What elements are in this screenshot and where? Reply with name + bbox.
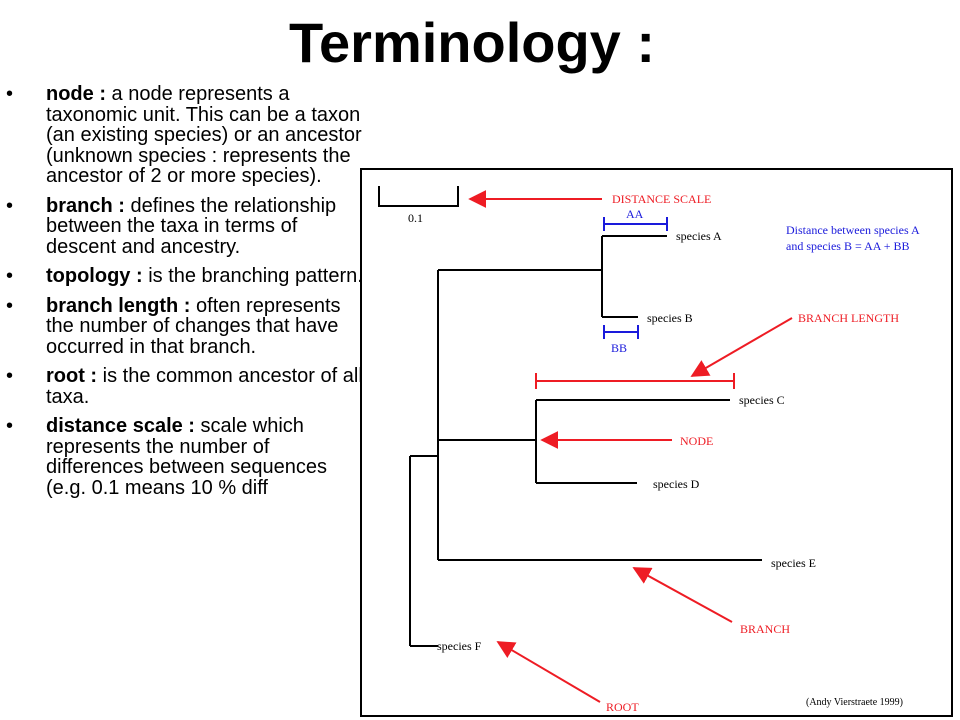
arrow-branch-length	[690, 317, 793, 377]
bullet-text: is the common ancestor of all taxa.	[46, 365, 363, 408]
distance-note-line1: Distance between species A	[786, 223, 920, 237]
bullet-text: is the branching pattern.	[142, 265, 363, 287]
bb-label: BB	[611, 341, 627, 355]
branch-length-measure	[535, 373, 735, 389]
bullet-text: scale which represents the number of dif…	[46, 415, 327, 499]
callout-arrows	[468, 190, 793, 703]
callout-distance-scale: DISTANCE SCALE	[612, 192, 711, 206]
label-species-f: species F	[437, 639, 482, 653]
bullet-term: topology :	[46, 265, 143, 287]
bullet-term: root :	[46, 365, 98, 387]
bullet-dot: •	[6, 365, 14, 387]
bullet-text: often represents the number of changes t…	[46, 294, 341, 358]
bullet-node: • node : a node represents a taxonomic un…	[6, 84, 366, 187]
bullet-dot: •	[6, 83, 14, 105]
callout-branch-length: BRANCH LENGTH	[798, 311, 899, 325]
scale-value: 0.1	[408, 211, 423, 225]
bb-measure	[603, 325, 639, 339]
aa-measure	[603, 217, 668, 231]
label-species-d: species D	[653, 477, 700, 491]
callout-node: NODE	[680, 434, 713, 448]
bullet-text: a node represents a taxonomic unit. This…	[46, 83, 362, 187]
callout-root: ROOT	[606, 700, 639, 714]
arrow-branch	[632, 567, 733, 623]
distance-note-line2: and species B = AA + BB	[786, 239, 910, 253]
label-species-b: species B	[647, 311, 693, 325]
phylogenetic-tree-figure: 0.1 species A species B species C specie…	[360, 168, 953, 717]
bullet-dot: •	[6, 415, 14, 437]
bullet-root: • root : is the common ancestor of all ta…	[6, 366, 366, 407]
bullet-topology: • topology : is the branching pattern.	[6, 266, 366, 287]
tree-diagram: 0.1 species A species B species C specie…	[378, 186, 920, 714]
bullet-term: branch length :	[46, 294, 191, 317]
figure-credit: (Andy Vierstraete 1999)	[806, 697, 903, 708]
bullet-text: defines the relationship between the tax…	[46, 194, 337, 258]
terminology-list: • node : a node represents a taxonomic un…	[6, 84, 366, 507]
label-species-e: species E	[771, 556, 816, 570]
bullet-distance-scale: • distance scale : scale which represents…	[6, 416, 366, 498]
tree-branches	[409, 235, 762, 647]
page-title: Terminology :	[288, 11, 656, 74]
bullet-branch-length: • branch length : often represents the nu…	[6, 294, 366, 358]
bullet-dot: •	[6, 294, 14, 317]
bullet-term: distance scale :	[46, 415, 195, 437]
label-species-a: species A	[676, 229, 722, 243]
bullet-dot: •	[6, 194, 14, 217]
callout-branch: BRANCH	[740, 622, 790, 636]
bullet-branch: • branch : defines the relationship betwe…	[6, 194, 366, 258]
label-species-c: species C	[739, 393, 785, 407]
bullet-term: branch :	[46, 194, 125, 217]
arrow-root	[496, 641, 601, 703]
aa-label: AA	[626, 207, 644, 221]
bullet-term: node :	[46, 83, 106, 105]
distance-scale-bar	[378, 186, 459, 207]
bullet-dot: •	[6, 265, 14, 287]
